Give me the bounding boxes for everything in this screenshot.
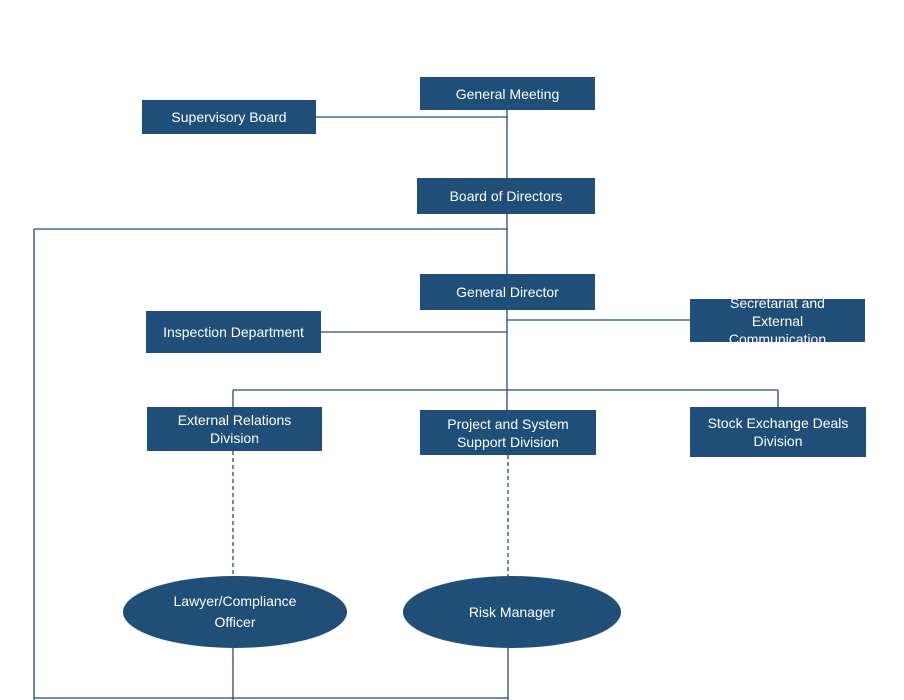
board-of-directors-node: Board of Directors <box>417 178 595 214</box>
stock-exchange-node: Stock Exchange Deals Division <box>690 407 866 457</box>
external-relations-node: External Relations Division <box>147 407 322 451</box>
lawyer-node: Lawyer/Compliance Officer <box>123 576 347 648</box>
risk-manager-label: Risk Manager <box>468 603 556 620</box>
secretariat-label: Secretariat and External Communication <box>728 294 827 347</box>
inspection-department-node: Inspection Department <box>146 311 321 353</box>
general-meeting-node: General Meeting <box>420 77 595 110</box>
supervisory-board-label: Supervisory Board <box>171 109 287 125</box>
inspection-department-label: Inspection Department <box>163 324 304 340</box>
board-of-directors-label: Board of Directors <box>449 188 563 204</box>
secretariat-node: Secretariat and External Communication <box>690 295 865 347</box>
external-relations-label: External Relations Division <box>177 412 292 446</box>
lawyer-label: Lawyer/Compliance Officer <box>173 593 297 630</box>
project-support-node: Project and System Support Division <box>420 410 596 455</box>
general-director-node: General Director <box>420 274 595 310</box>
general-director-label: General Director <box>456 284 559 300</box>
supervisory-board-node: Supervisory Board <box>142 100 316 134</box>
project-support-label: Project and System Support Division <box>447 415 569 450</box>
general-meeting-label: General Meeting <box>455 85 560 102</box>
risk-manager-node: Risk Manager <box>403 576 621 648</box>
stock-exchange-label: Stock Exchange Deals Division <box>707 415 849 449</box>
